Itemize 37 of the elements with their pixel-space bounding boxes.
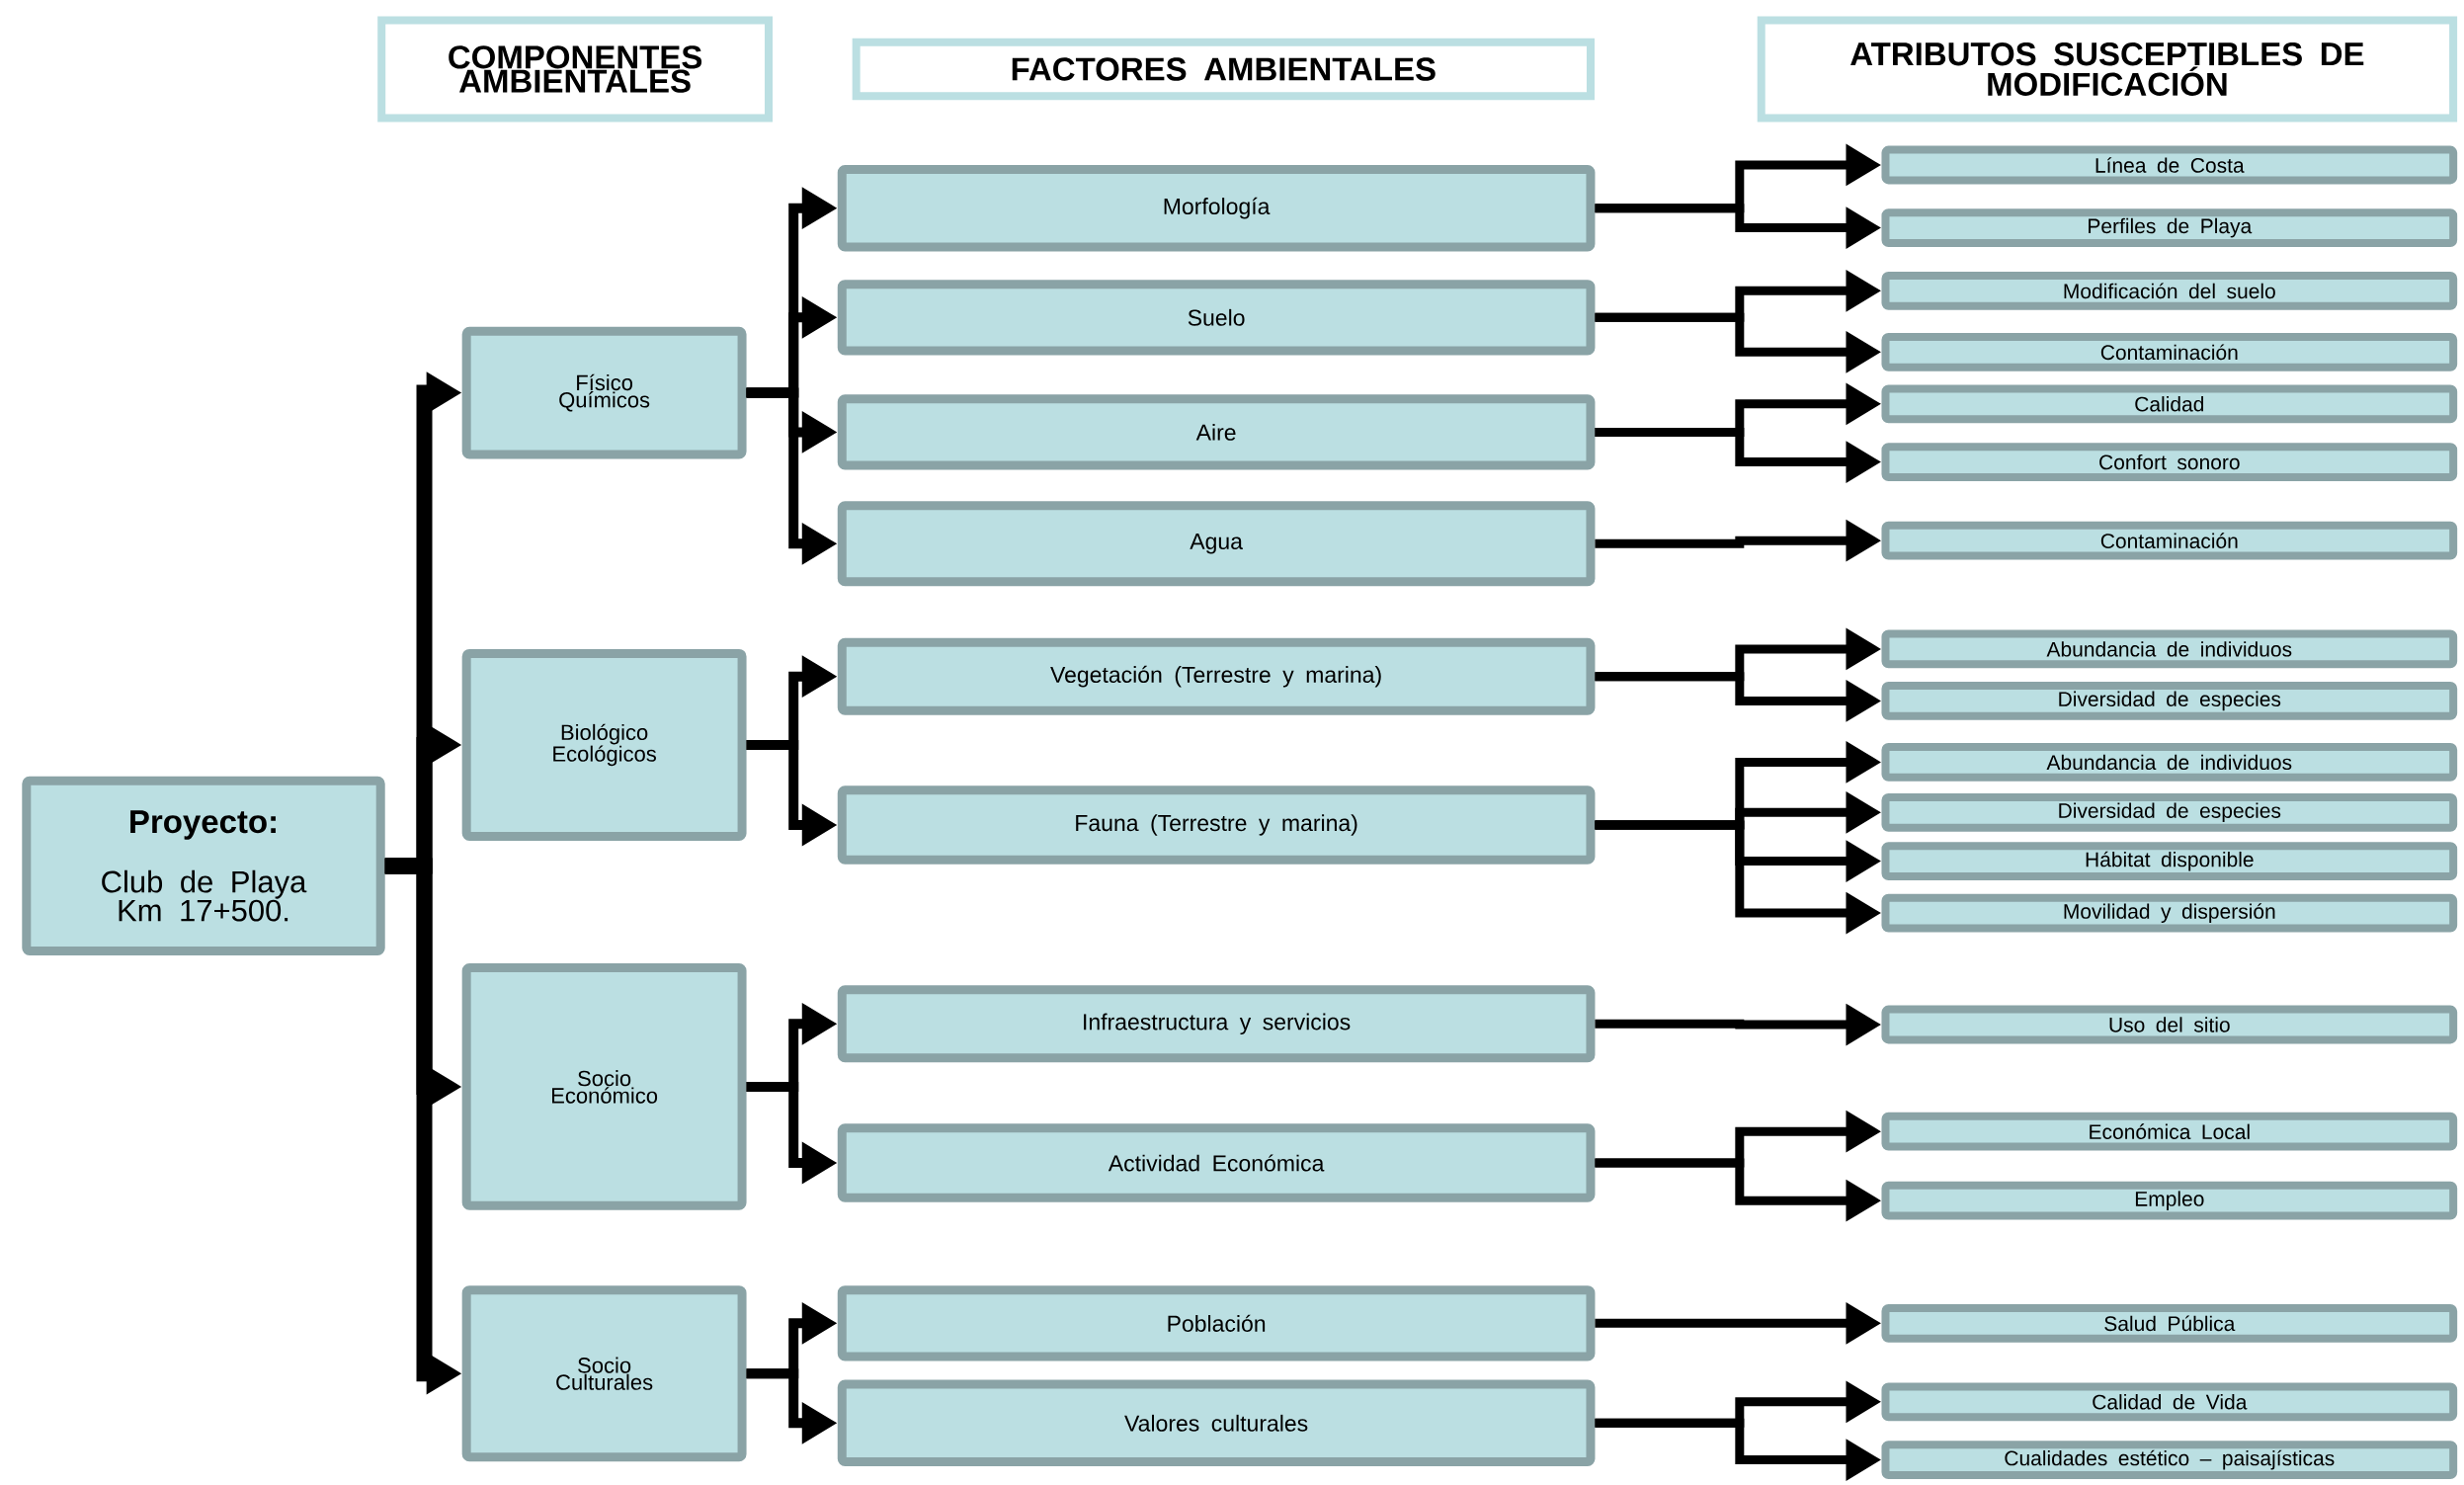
attribute-box: Confort sonoro: [1881, 443, 2458, 481]
attribute-box: Diversidad de especies: [1881, 792, 2458, 832]
attribute-box: Calidad: [1881, 384, 2458, 424]
factor-box: Morfología: [837, 164, 1596, 252]
attribute-box: Modificación del suelo: [1881, 271, 2458, 310]
factor-box: Actividad Económica: [837, 1123, 1596, 1202]
project-box: Proyecto: Club de Playa Km 17+500.: [22, 776, 385, 956]
attribute-box: Movilidad y dispersión: [1881, 893, 2458, 933]
component-box: Socio Económico: [461, 963, 747, 1210]
attribute-box: Económica Local: [1881, 1112, 2458, 1151]
header-box: FACTORES AMBIENTALES: [852, 38, 1595, 101]
attribute-box: Abundancia de individuos: [1881, 743, 2458, 782]
header-box: COMPONENTES AMBIENTALES: [377, 16, 773, 123]
factor-box: Suelo: [837, 280, 1596, 356]
factor-box: Población: [837, 1285, 1596, 1361]
factor-box: Aire: [837, 394, 1596, 470]
attribute-box: Perfiles de Playa: [1881, 208, 2458, 247]
component-box: Socio Culturales: [461, 1285, 747, 1462]
component-box: Físico Químicos: [461, 326, 747, 459]
attribute-box: Hábitat disponible: [1881, 842, 2458, 880]
attribute-box: Diversidad de especies: [1881, 682, 2458, 720]
attribute-box: Empleo: [1881, 1181, 2458, 1220]
attribute-box: Línea de Costa: [1881, 145, 2458, 185]
attribute-box: Contaminación: [1881, 332, 2458, 371]
attribute-box: Salud Pública: [1881, 1303, 2458, 1343]
attribute-box: Calidad de Vida: [1881, 1382, 2458, 1422]
attribute-box: Uso del sitio: [1881, 1005, 2458, 1044]
attribute-box: Abundancia de individuos: [1881, 629, 2458, 669]
factor-box: Fauna (Terrestre y marina): [837, 785, 1596, 865]
factor-box: Agua: [837, 501, 1596, 587]
attribute-box: Cualidades estético – paisajísticas: [1881, 1441, 2458, 1479]
component-box: Biológico Ecológicos: [461, 648, 747, 841]
header-box: ATRIBUTOS SUSCEPTIBLES DE MODIFICACIÓN: [1757, 16, 2458, 123]
factor-box: Vegetación (Terrestre y marina): [837, 637, 1596, 715]
attribute-box: Contaminación: [1881, 521, 2458, 560]
factor-box: Infraestructura y servicios: [837, 985, 1596, 1063]
factor-box: Valores culturales: [837, 1379, 1596, 1467]
